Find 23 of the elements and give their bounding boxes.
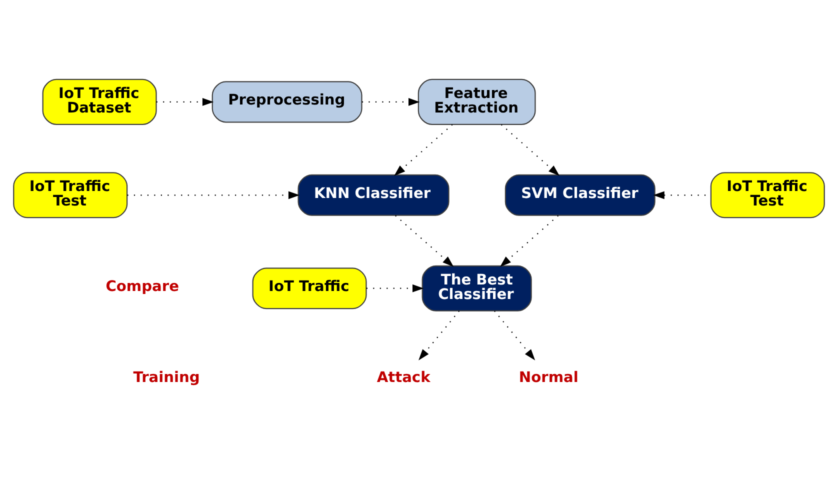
arrow [394,124,453,176]
arrow [395,214,454,266]
label: Compare [106,278,179,295]
node-box: IoT Traffic Test [13,172,128,218]
arrow [500,214,559,266]
node-box: Preprocessing [212,80,362,122]
node-text: Attack [376,368,430,386]
arrow [500,124,560,176]
node-box: IoT Traffic Dataset [42,78,157,124]
label: Training [133,368,200,386]
node-box: The Best Classifier [422,264,532,311]
node-text: Normal [518,368,578,386]
node-box: KNN Classifier [298,174,450,216]
arrow [418,310,460,360]
node-box: SVM Classifier [504,174,656,216]
arrow [156,98,214,106]
node-box: IoT Traffic Test [710,172,825,218]
arrow [127,190,300,199]
node-box: Feature Extraction [418,78,536,124]
arrow [494,310,536,360]
node-box: IoT Traffic [252,267,367,309]
arrow [366,284,424,292]
arrow [362,98,420,106]
